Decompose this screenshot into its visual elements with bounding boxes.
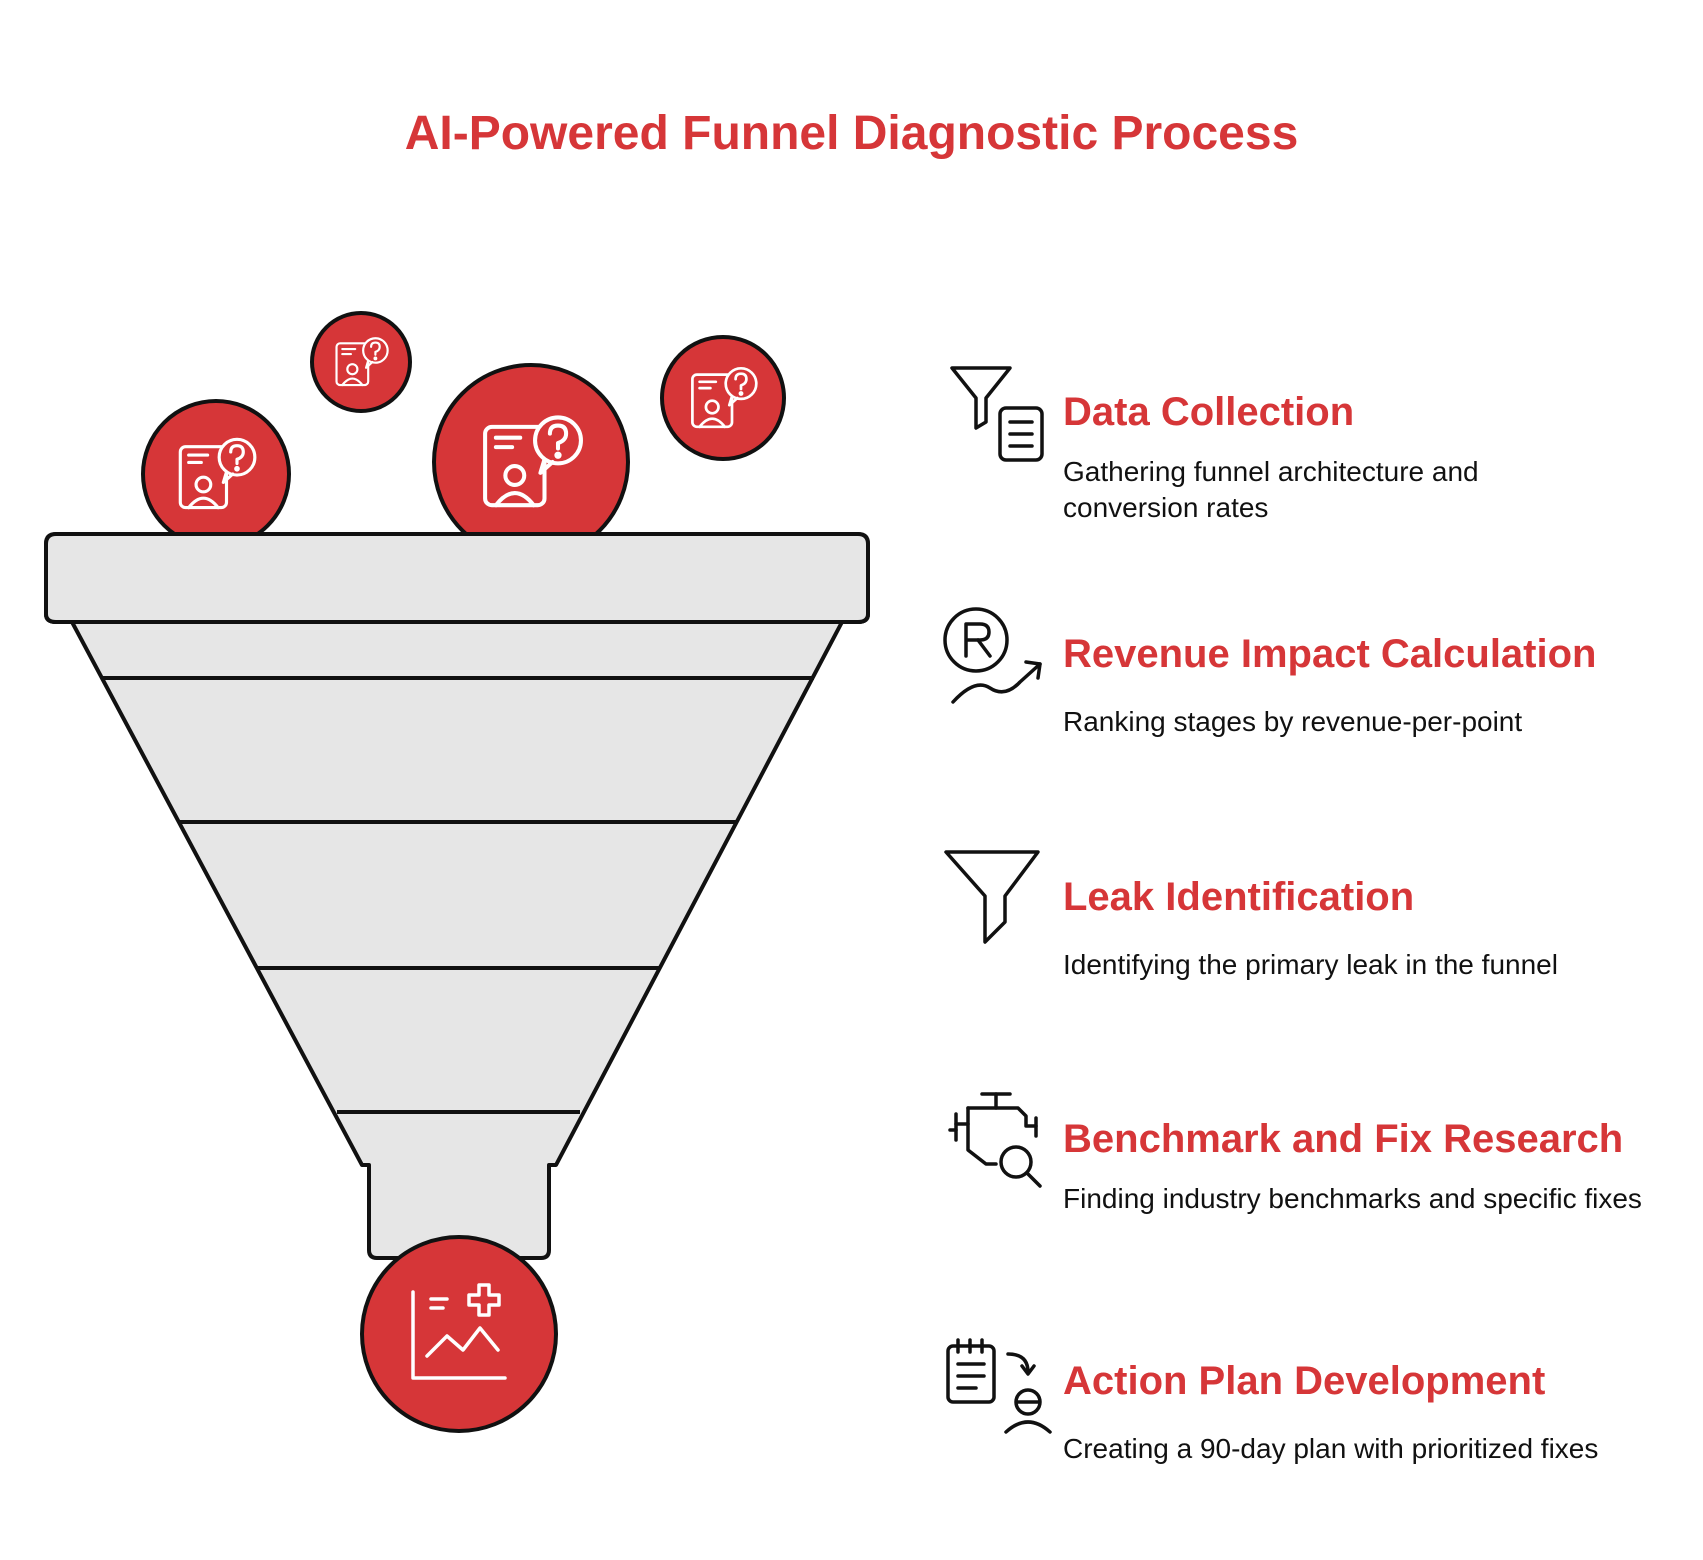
step-benchmark-fix: Benchmark and Fix Research Finding indus…: [1063, 1115, 1683, 1217]
step-description: Gathering funnel architecture and conver…: [1063, 456, 1479, 523]
step-revenue-impact: Revenue Impact Calculation Ranking stage…: [1063, 630, 1683, 740]
funnel-stage-dividers: [102, 676, 814, 1114]
step-leak-identification: Leak Identification Identifying the prim…: [1063, 873, 1683, 983]
chart-plus-icon: [360, 1235, 558, 1433]
step-title: Revenue Impact Calculation: [1063, 632, 1597, 676]
engine-search-icon: [948, 1092, 1042, 1188]
page-title: AI-Powered Funnel Diagnostic Process: [404, 107, 1299, 160]
funnel-document-icon: [950, 366, 1044, 462]
user-question-icon: [310, 311, 412, 413]
step-title: Action Plan Development: [1063, 1359, 1546, 1403]
step-description: Ranking stages by revenue-per-point: [1063, 706, 1523, 737]
funnel-body: [70, 620, 844, 1260]
step-title: Benchmark and Fix Research: [1063, 1117, 1624, 1161]
step-description: Finding industry benchmarks and specific…: [1063, 1183, 1642, 1214]
funnel-icon: [944, 850, 1040, 944]
step-description: Creating a 90-day plan with prioritized …: [1063, 1433, 1599, 1464]
step-description: Identifying the primary leak in the funn…: [1063, 949, 1558, 980]
user-question-icon: [432, 363, 630, 561]
revenue-growth-icon: [943, 607, 1042, 704]
plan-person-icon: [946, 1338, 1052, 1434]
user-question-icon: [660, 335, 786, 461]
step-title: Data Collection: [1063, 390, 1355, 434]
step-title: Leak Identification: [1063, 875, 1415, 919]
step-data-collection: Data Collection Gathering funnel archite…: [1063, 388, 1683, 526]
funnel-shape: [44, 532, 870, 1260]
funnel-rim-front: [44, 532, 870, 624]
user-question-icon: [141, 399, 291, 549]
step-action-plan: Action Plan Development Creating a 90-da…: [1063, 1357, 1683, 1467]
